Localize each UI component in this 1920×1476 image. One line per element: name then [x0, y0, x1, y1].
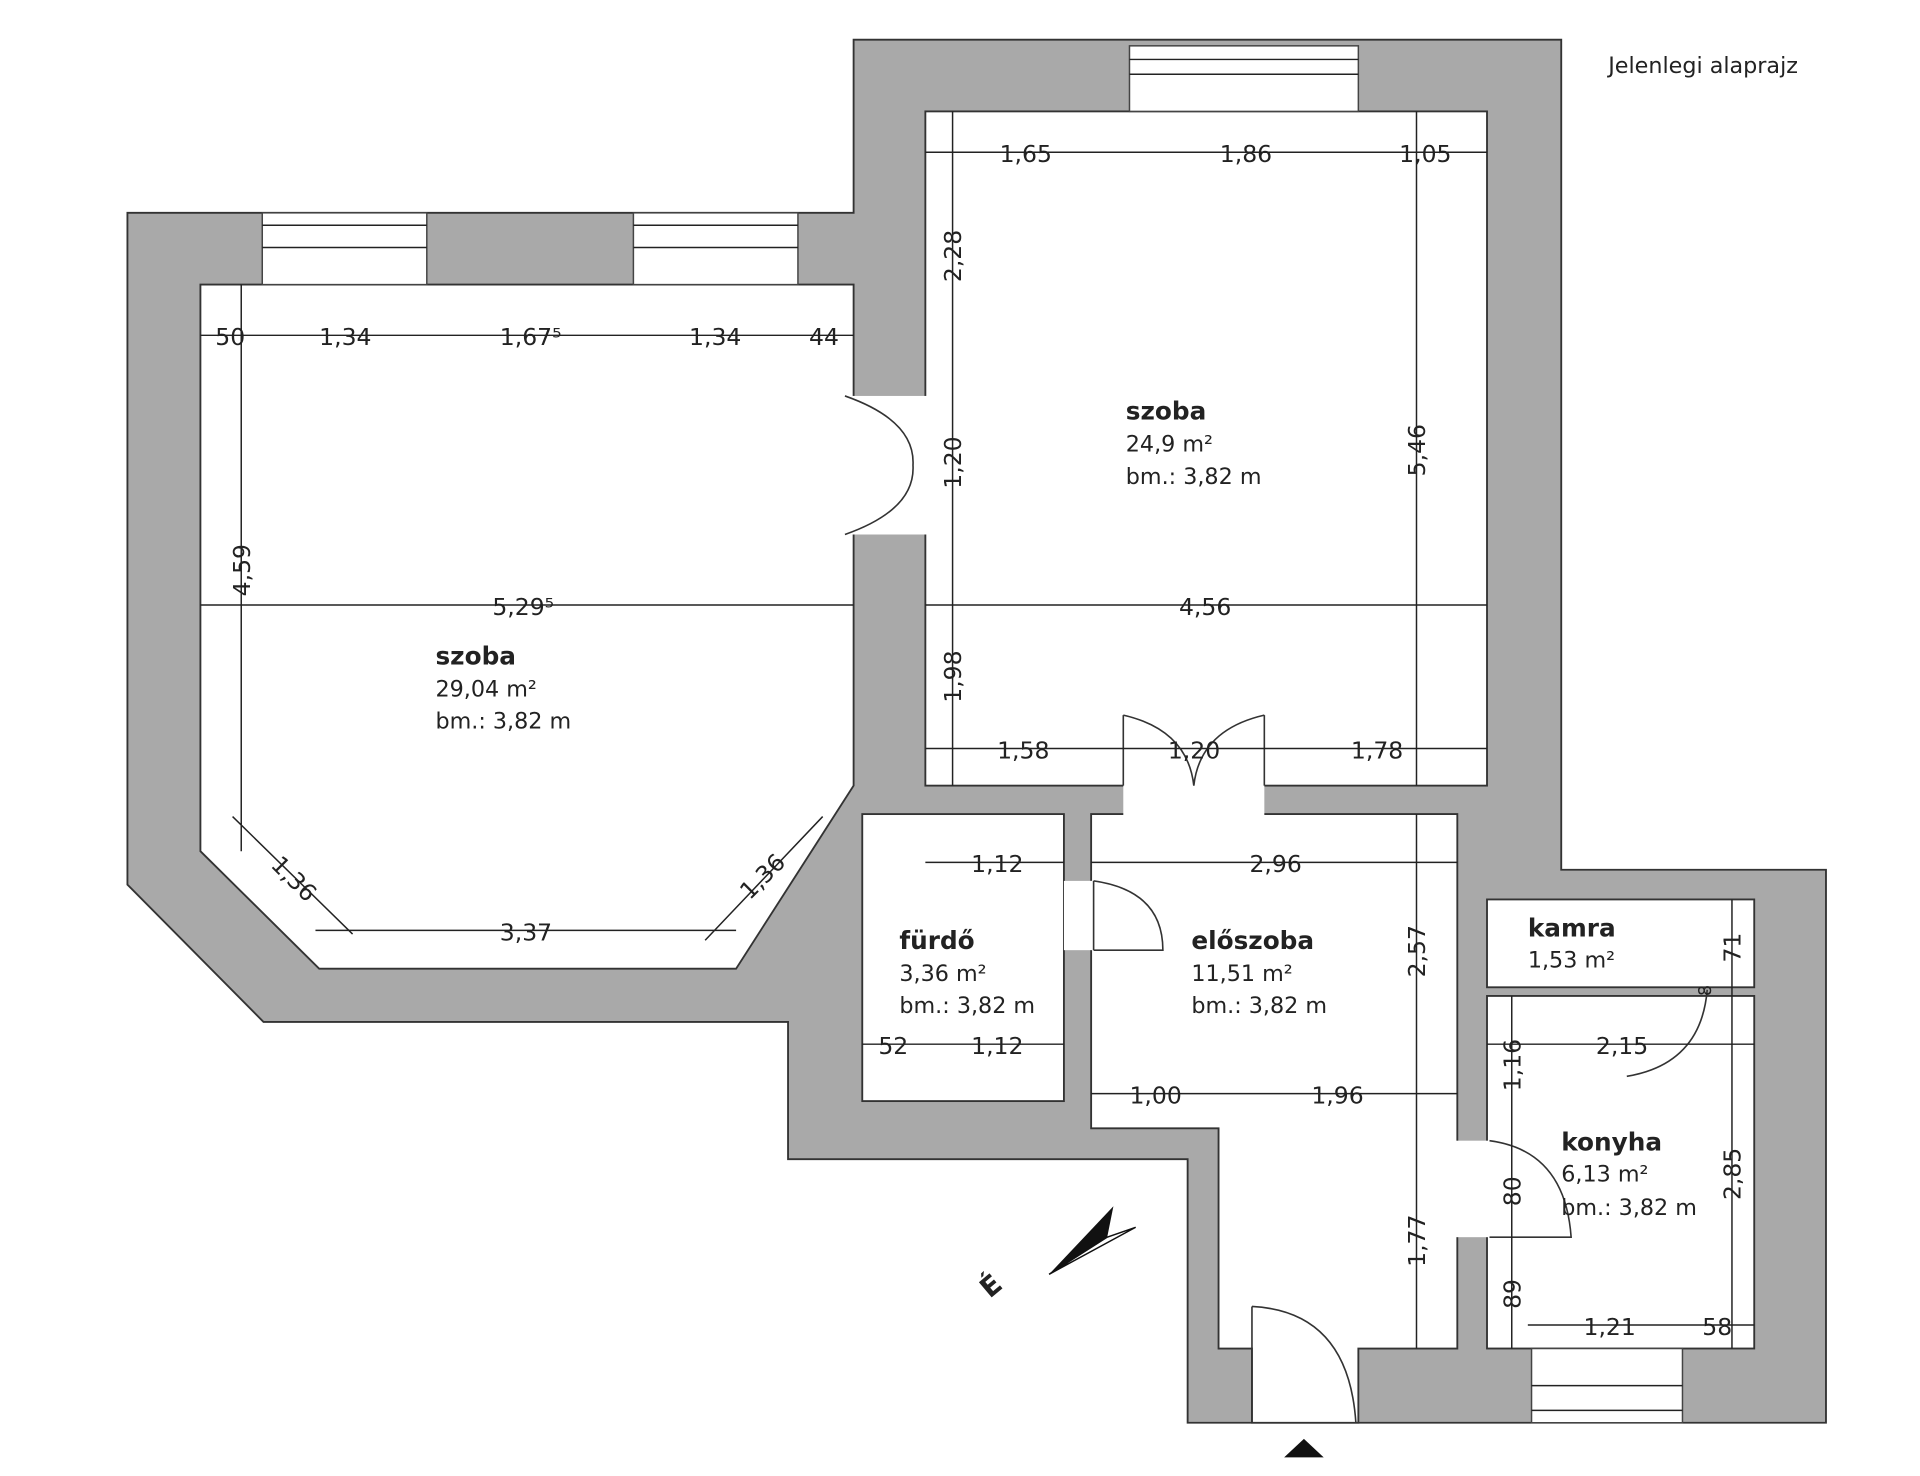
- dim-label: 89: [1498, 1279, 1526, 1309]
- window: [1128, 45, 1360, 113]
- room-area: 24,9 m²: [1126, 432, 1213, 458]
- dimension-lines: [200, 111, 1755, 1349]
- dim-label: 1,86: [1220, 140, 1272, 168]
- dim-label: 1,20: [939, 436, 967, 488]
- room-height: bm.: 3,82 m: [1126, 464, 1262, 490]
- dim-label: 1,78: [1351, 736, 1403, 764]
- room-name: konyha: [1561, 1128, 1662, 1157]
- dim-label: 52: [878, 1032, 908, 1060]
- room-label-szoba-right: szoba 24,9 m² bm.: 3,82 m: [1126, 396, 1262, 489]
- room-area: 3,36 m²: [899, 961, 986, 987]
- dim-label: 2,96: [1249, 850, 1301, 878]
- dim-label: 2,28: [939, 230, 967, 282]
- room-name: kamra: [1528, 914, 1616, 943]
- door-opening: [846, 395, 933, 535]
- room-eloszoba: [1090, 813, 1459, 1424]
- dim-label: 1,00: [1129, 1082, 1181, 1110]
- room-name: szoba: [1126, 396, 1207, 425]
- room-height: bm.: 3,82 m: [899, 993, 1035, 1019]
- room-kamra: [1486, 898, 1756, 989]
- door-opening: [1063, 880, 1094, 951]
- room-label-eloszoba: előszoba 11,51 m² bm.: 3,82 m: [1191, 926, 1327, 1019]
- dim-label: 5,29⁵: [492, 593, 554, 621]
- dim-label: 50: [215, 323, 245, 351]
- room-szoba-right: [924, 110, 1488, 787]
- window: [632, 212, 799, 286]
- room-area: 6,13 m²: [1561, 1162, 1648, 1188]
- dim-label: 2,85: [1719, 1148, 1747, 1200]
- room-area: 11,51 m²: [1191, 961, 1292, 987]
- room-name: fürdő: [899, 926, 974, 955]
- window: [261, 212, 428, 286]
- plan-title: Jelenlegi alaprajz: [1606, 53, 1798, 79]
- dim-label: 1,34: [319, 323, 371, 351]
- room-konyha: [1486, 995, 1756, 1350]
- dim-label: 1,05: [1399, 140, 1451, 168]
- dim-label: 4,56: [1179, 593, 1231, 621]
- room-name: szoba: [435, 641, 516, 670]
- room-height: bm.: 3,82 m: [435, 709, 571, 735]
- dim-label: 1,12: [971, 850, 1023, 878]
- dim-label: 71: [1719, 933, 1747, 963]
- dim-label: 2,57: [1403, 925, 1431, 977]
- room-label-szoba-left: szoba 29,04 m² bm.: 3,82 m: [435, 641, 571, 734]
- dim-label: 1,34: [689, 323, 741, 351]
- room-height: bm.: 3,82 m: [1561, 1195, 1697, 1221]
- dim-label: 8: [1696, 985, 1716, 996]
- room-area: 29,04 m²: [435, 677, 536, 703]
- dim-label: 4,59: [228, 544, 256, 596]
- room-szoba-left: [199, 283, 855, 970]
- north-arrow-icon: É: [974, 1206, 1137, 1304]
- dim-label: 1,58: [997, 736, 1049, 764]
- dim-label: 1,21: [1584, 1313, 1636, 1341]
- dim-label: 3,37: [500, 918, 552, 946]
- dim-label: 1,16: [1498, 1039, 1526, 1091]
- dim-label: 2,15: [1596, 1032, 1648, 1060]
- dim-label: 1,65: [1000, 140, 1052, 168]
- dim-label: 1,98: [939, 650, 967, 702]
- window: [1530, 1347, 1684, 1424]
- dim-label: 1,77: [1403, 1215, 1431, 1267]
- room-label-konyha: konyha 6,13 m² bm.: 3,82 m: [1561, 1128, 1697, 1221]
- room-area: 1,53 m²: [1528, 947, 1615, 973]
- dim-label: 1,12: [971, 1032, 1023, 1060]
- dim-label: 1,96: [1311, 1082, 1363, 1110]
- room-label-kamra: kamra 1,53 m²: [1528, 914, 1616, 974]
- door-opening: [1454, 1140, 1490, 1238]
- dim-label: 1,20: [1168, 736, 1220, 764]
- dim-label: 58: [1702, 1313, 1732, 1341]
- dim-label: 80: [1498, 1176, 1526, 1206]
- compass-label: É: [974, 1268, 1009, 1304]
- dim-label: 1,67⁵: [500, 323, 562, 351]
- dim-label: 5,46: [1403, 424, 1431, 476]
- room-height: bm.: 3,82 m: [1191, 993, 1327, 1019]
- room-name: előszoba: [1191, 926, 1314, 955]
- dimension-labels: 1,65 1,86 1,05 2,28 1,20 5,46 50 1,34 1,…: [215, 140, 1746, 1341]
- entrance-arrow-icon: [1284, 1438, 1324, 1458]
- doors: [844, 395, 1709, 1423]
- room-label-furdo: fürdő 3,36 m² bm.: 3,82 m: [899, 926, 1035, 1019]
- dim-label: 44: [809, 323, 839, 351]
